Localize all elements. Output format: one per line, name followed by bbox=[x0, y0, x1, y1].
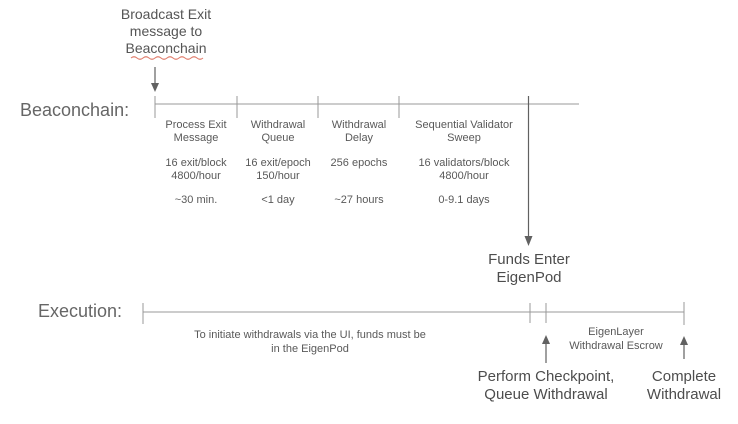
broadcast-exit-line2: message to bbox=[129, 23, 203, 39]
stage-duration: ~27 hours bbox=[334, 194, 384, 206]
stage-name: Sequential Validator Sweep bbox=[415, 119, 513, 144]
stage-sequential-validator-sweep: Sequential Validator Sweep 16 validators… bbox=[389, 119, 539, 207]
stage-duration: 0-9.1 days bbox=[438, 194, 490, 206]
stage-duration: <1 day bbox=[261, 194, 295, 206]
funds-enter-eigenpod-label: Funds Enter EigenPod bbox=[488, 251, 570, 286]
stage-rate: 16 exit/block 4800/hour bbox=[165, 157, 227, 182]
stage-withdrawal-delay: Withdrawal Delay 256 epochs ~27 hours bbox=[304, 119, 414, 207]
stage-duration: ~30 min. bbox=[174, 194, 218, 206]
execution-row-label: Execution: bbox=[38, 301, 123, 321]
eigenpod-note: To initiate withdrawals via the UI, fund… bbox=[194, 329, 426, 355]
stage-name: Withdrawal Delay bbox=[331, 119, 387, 144]
complete-up-arrow-icon bbox=[680, 336, 688, 359]
stage-rate: 256 epochs bbox=[330, 157, 388, 169]
checkpoint-up-arrow-icon bbox=[542, 335, 550, 363]
funds-enter-down-arrow-icon bbox=[524, 96, 533, 246]
stage-process-exit-message: Process Exit Message 16 exit/block 4800/… bbox=[141, 119, 251, 207]
broadcast-exit-annotation: Broadcast Exit message to Beaconchain bbox=[121, 6, 211, 57]
broadcast-down-arrow-icon bbox=[151, 67, 159, 92]
stage-rate: 16 exit/epoch 150/hour bbox=[245, 157, 311, 182]
stage-name: Withdrawal Queue bbox=[250, 119, 306, 144]
beaconchain-row-label: Beaconchain: bbox=[20, 100, 130, 120]
stage-withdrawal-queue: Withdrawal Queue 16 exit/epoch 150/hour … bbox=[223, 119, 333, 207]
stage-rate: 16 validators/block 4800/hour bbox=[418, 157, 510, 182]
eigenlayer-escrow-label: EigenLayer Withdrawal Escrow bbox=[569, 326, 663, 352]
broadcast-exit-line3: Beaconchain bbox=[125, 40, 207, 56]
complete-withdrawal-label: Complete Withdrawal bbox=[646, 368, 722, 403]
perform-checkpoint-label: Perform Checkpoint, Queue Withdrawal bbox=[477, 368, 615, 403]
spellcheck-squiggle-icon bbox=[130, 56, 204, 60]
stage-name: Process Exit Message bbox=[165, 119, 227, 144]
broadcast-exit-line1: Broadcast Exit bbox=[120, 6, 212, 22]
